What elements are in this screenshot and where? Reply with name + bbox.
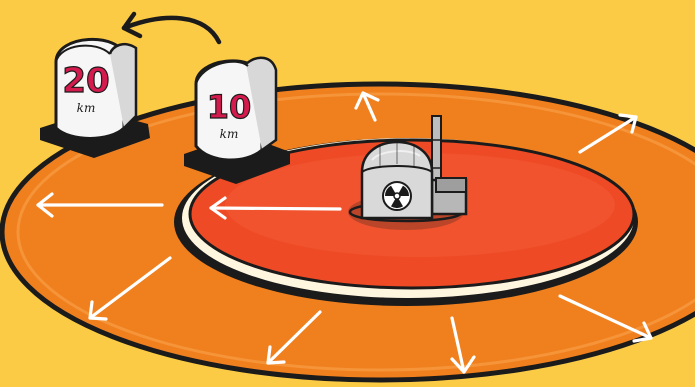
marker-10km-number: 10 <box>207 88 252 126</box>
radiation-symbol-icon <box>383 182 411 210</box>
marker-10km: 10 km <box>184 58 290 184</box>
marker-10km-unit: km <box>220 127 239 141</box>
marker-20km-unit: km <box>77 101 96 115</box>
marker-20km: 20 km <box>40 39 150 158</box>
marker-20km-number: 20 <box>62 61 109 101</box>
